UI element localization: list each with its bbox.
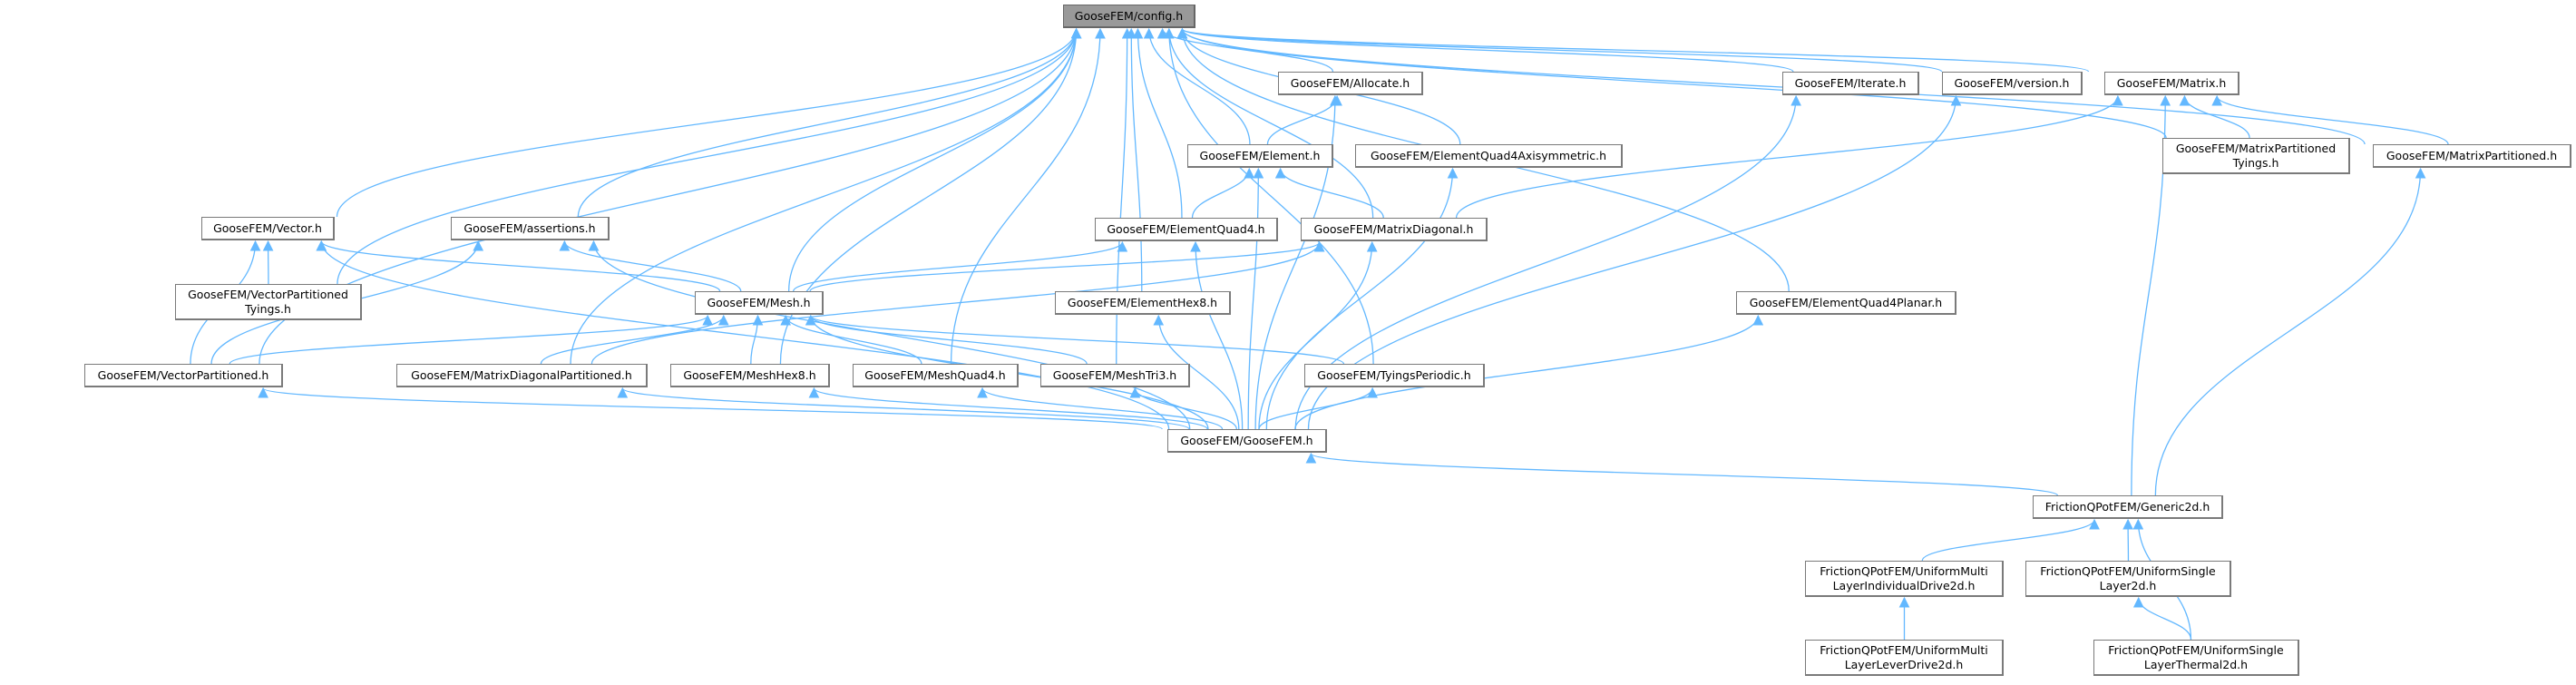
node-elementquad4planar-h[interactable]: GooseFEM/ElementQuad4Planar.h <box>1736 291 1956 315</box>
node-elementhex8-h[interactable]: GooseFEM/ElementHex8.h <box>1055 291 1231 315</box>
edge-mpart-to-matrix <box>2211 94 2449 145</box>
edge-iterate-to-config <box>1176 27 1794 73</box>
edge-mesh-to-eq4 <box>793 240 1128 292</box>
edge-element-to-config <box>1143 27 1251 145</box>
edge-generic2d-to-matrix <box>2131 94 2171 496</box>
edge-goosefem-to-vector <box>316 240 1170 430</box>
node-meshhex8-h[interactable]: GooseFEM/MeshHex8.h <box>670 364 830 387</box>
node-iterate-h[interactable]: GooseFEM/Iterate.h <box>1782 72 1919 95</box>
node-goosefem-h[interactable]: GooseFEM/GooseFEM.h <box>1167 429 1327 453</box>
edge-mesh-to-assertions <box>559 240 742 292</box>
node-vectorpartitioned-h[interactable]: GooseFEM/VectorPartitioned.h <box>84 364 283 387</box>
edge-mdiagpart-to-mesh <box>540 314 729 365</box>
node-element-h[interactable]: GooseFEM/Element.h <box>1187 144 1333 168</box>
edge-goosefem-to-tyings <box>1258 387 1378 430</box>
edge-goosefem-to-element <box>1247 167 1264 430</box>
edge-mdiag-to-matrix <box>1455 94 2123 219</box>
node-elementquad4axisymmetric-h[interactable]: GooseFEM/ElementQuad4Axisymmetric.h <box>1355 144 1623 168</box>
node-vectorpartitionedtyings-h[interactable]: GooseFEM/VectorPartitioned Tyings.h <box>175 284 362 320</box>
edge-meshhex8-to-mesh <box>750 314 764 365</box>
edge-goosefem-to-eq4axi <box>1265 167 1459 430</box>
node-assertions-h[interactable]: GooseFEM/assertions.h <box>451 217 610 240</box>
edge-goosefem-to-assertions <box>588 240 1191 430</box>
edge-goosefem-to-eq4 <box>1190 240 1244 430</box>
edge-goosefem-to-eq4planar <box>1294 314 1764 430</box>
edge-mdiagpart-to-mdiag <box>590 240 1325 365</box>
edge-mesh-to-mdiag <box>809 240 1325 292</box>
node-allocate-h[interactable]: GooseFEM/Allocate.h <box>1278 72 1423 95</box>
node-config-h[interactable]: GooseFEM/config.h <box>1063 5 1195 28</box>
edge-eq4-to-element <box>1191 167 1255 219</box>
edge-meshquad4-to-config <box>950 27 1106 365</box>
edge-mesh-to-vector <box>316 240 721 292</box>
edge-mptyings-to-matrix <box>2179 94 2250 139</box>
node-version-h[interactable]: GooseFEM/version.h <box>1942 72 2083 95</box>
node-meshquad4-h[interactable]: GooseFEM/MeshQuad4.h <box>853 364 1019 387</box>
edge-assertions-to-config <box>577 27 1082 218</box>
node-matrixpartitioned-h[interactable]: GooseFEM/MatrixPartitioned.h <box>2373 144 2571 168</box>
node-tyingsperiodic-h[interactable]: GooseFEM/TyingsPeriodic.h <box>1304 364 1485 387</box>
edge-vpart-to-config <box>259 27 1082 365</box>
edge-generic2d-to-mpart <box>2154 167 2426 496</box>
edge-eq4-to-config <box>1132 27 1183 219</box>
edge-ehex8-to-config <box>1126 27 1143 292</box>
edge-matrix-to-config <box>1177 27 2090 73</box>
edge-ust2d-to-usl2d <box>2132 596 2192 641</box>
node-uniformsinglelayer2d-h[interactable]: FrictionQPotFEM/UniformSingle Layer2d.h <box>2025 561 2231 597</box>
edge-mdiag-to-config <box>1163 27 1374 219</box>
node-matrix-h[interactable]: GooseFEM/Matrix.h <box>2104 72 2239 95</box>
edge-goosefem-to-ehex8 <box>1153 314 1240 430</box>
node-matrixdiagonal-h[interactable]: GooseFEM/MatrixDiagonal.h <box>1301 218 1488 241</box>
edge-vector-to-config <box>336 27 1082 218</box>
edge-vpart-to-mesh <box>229 314 713 365</box>
edge-mdiagpart-to-config <box>570 27 1082 365</box>
edge-goosefem-to-mdiag <box>1258 240 1378 430</box>
edge-goosefem-to-meshquad4 <box>977 387 1224 430</box>
node-generic2d-h[interactable]: FrictionQPotFEM/Generic2d.h <box>2033 495 2223 519</box>
edge-vptyings-to-config <box>337 27 1082 285</box>
edge-version-to-config <box>1176 27 1943 73</box>
edge-umid-to-generic2d <box>1921 518 2100 562</box>
edge-mdiag-to-element <box>1274 167 1384 219</box>
edge-goosefem-to-mdiagpart <box>617 387 1190 430</box>
edge-goosefem-to-meshtri3 <box>1129 387 1238 430</box>
node-matrixpartitionedtyings-h[interactable]: GooseFEM/MatrixPartitioned Tyings.h <box>2162 138 2350 174</box>
node-uniformsinglelayerthermal2d-h[interactable]: FrictionQPotFEM/UniformSingle LayerTherm… <box>2093 640 2299 676</box>
node-meshtri3-h[interactable]: GooseFEM/MeshTri3.h <box>1040 364 1190 387</box>
edge-goosefem-to-vpart <box>258 387 1163 430</box>
edge-tyings-to-mesh <box>805 314 1345 365</box>
edge-mesh-to-config <box>787 27 1082 292</box>
node-matrixdiagonalpartitioned-h[interactable]: GooseFEM/MatrixDiagonalPartitioned.h <box>396 364 648 387</box>
edge-generic2d-to-goosefem <box>1305 452 2058 496</box>
node-elementquad4-h[interactable]: GooseFEM/ElementQuad4.h <box>1095 218 1278 241</box>
edge-meshquad4-to-mesh <box>780 314 922 365</box>
edge-goosefem-to-meshhex8 <box>808 387 1208 430</box>
edge-mpart-to-config <box>1176 27 2366 145</box>
node-mesh-h[interactable]: GooseFEM/Mesh.h <box>695 291 824 315</box>
edge-tyings-to-config <box>1164 27 1374 365</box>
edge-meshtri3-to-mesh <box>805 314 1088 365</box>
node-uniformmultilayerindividualdrive2d-h[interactable]: FrictionQPotFEM/UniformMulti LayerIndivi… <box>1805 561 2004 597</box>
node-uniformmultilayerleverdrive2d-h[interactable]: FrictionQPotFEM/UniformMulti LayerLeverD… <box>1805 640 2004 676</box>
node-vector-h[interactable]: GooseFEM/Vector.h <box>201 217 335 240</box>
